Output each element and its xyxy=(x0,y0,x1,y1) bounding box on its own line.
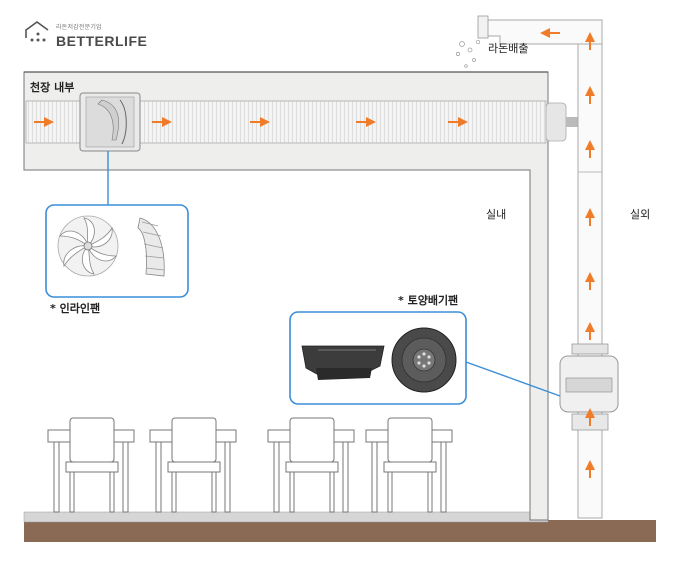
inline-fan-icon xyxy=(79,92,141,152)
chair-icon xyxy=(267,417,355,513)
soil-fan-housing xyxy=(559,343,619,431)
soil-fan-label: * 토양배기팬 xyxy=(398,294,459,307)
logo-tagline: 라돈저감전문기업 xyxy=(56,24,102,31)
airflow-arrows xyxy=(34,28,595,478)
floor-slab xyxy=(23,511,549,523)
soil-fan-side-icon xyxy=(301,345,385,380)
inline-fan-side-icon xyxy=(137,217,165,277)
chairs xyxy=(47,417,453,513)
ceiling-interior-label: 천장 내부 xyxy=(30,81,75,94)
logo-name: BETTERLIFE xyxy=(56,33,148,49)
chair-icon xyxy=(365,417,453,513)
outdoor-label: 실외 xyxy=(630,208,651,221)
ground xyxy=(24,520,656,542)
house-dots-icon xyxy=(25,21,49,42)
radon-particles xyxy=(456,39,481,68)
soil-fan-top-icon xyxy=(391,327,457,393)
radon-exhaust-label: 라돈배출 xyxy=(488,42,529,55)
chair-icon xyxy=(149,417,237,513)
inline-fan-impeller-icon xyxy=(57,215,119,277)
indoor-label: 실내 xyxy=(486,208,507,221)
inline-fan-label: * 인라인팬 xyxy=(50,302,101,315)
chair-icon xyxy=(47,417,135,513)
